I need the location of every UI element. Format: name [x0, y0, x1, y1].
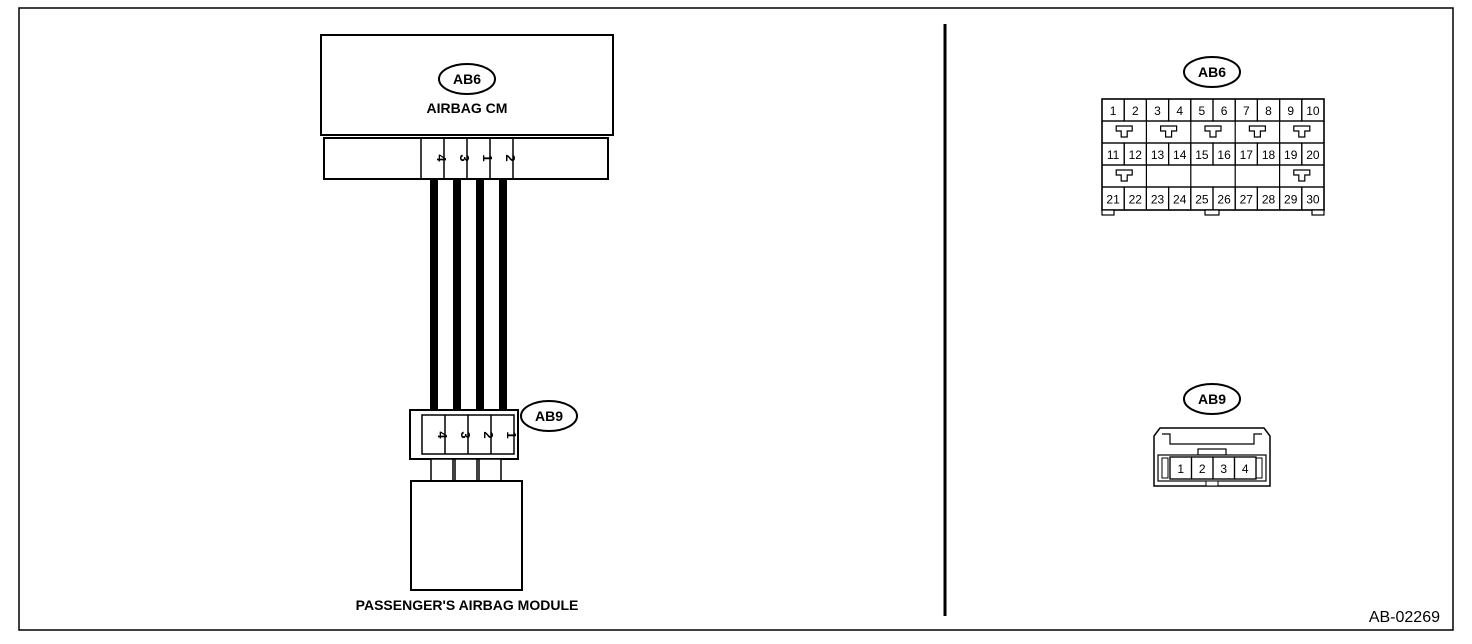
passenger-airbag-module: PASSENGER'S AIRBAG MODULE — [356, 480, 579, 613]
cm-pin-label: 3 — [457, 154, 472, 161]
ab9-pin-label: 1 — [504, 431, 519, 438]
latch-icon — [1115, 169, 1133, 182]
ab6-view-tag — [1183, 56, 1241, 88]
ab6-view-tag-label: AB6 — [1198, 64, 1226, 80]
ab6-pin-number: 9 — [1287, 104, 1294, 118]
cm-pin-label: 1 — [480, 154, 495, 161]
ab6-pin-number: 1 — [1110, 104, 1117, 118]
ab9-pin-cell — [1233, 456, 1257, 480]
wire — [453, 179, 461, 415]
ab9-pin-label: 4 — [435, 431, 450, 439]
ab9-pin-number: 1 — [1177, 462, 1184, 476]
ab6-pin-number: 13 — [1151, 148, 1165, 162]
passenger-airbag-module-label: PASSENGER'S AIRBAG MODULE — [356, 597, 579, 613]
diagram-border — [18, 7, 1454, 631]
ab6-pin-number: 2 — [1132, 104, 1139, 118]
ab6-pin-number: 24 — [1173, 193, 1187, 207]
ab9-pin-number: 2 — [1199, 462, 1206, 476]
ab6-pin-number: 12 — [1129, 148, 1143, 162]
ab6-pin-number: 25 — [1195, 193, 1209, 207]
ab9-pin-number: 3 — [1220, 462, 1227, 476]
ab9-pin-label: 3 — [458, 431, 473, 438]
ab6-tag-label: AB6 — [453, 71, 481, 87]
ab6-pin-number: 7 — [1243, 104, 1250, 118]
ab6-pin-number: 14 — [1173, 148, 1187, 162]
cm-pin-label: 4 — [434, 154, 449, 162]
cm-pin-label: 2 — [503, 154, 518, 161]
ab6-pin-number: 17 — [1240, 148, 1254, 162]
ab6-pin-number: 30 — [1306, 193, 1320, 207]
ab9-pin-number: 4 — [1242, 462, 1249, 476]
latch-icon — [1115, 125, 1133, 138]
wire — [499, 179, 507, 415]
ab6-latch-row — [1101, 165, 1325, 187]
ab6-pin-number: 19 — [1284, 148, 1298, 162]
wire — [476, 179, 484, 415]
ab9-view-tag — [1183, 383, 1241, 415]
ab9-connector-tag — [520, 400, 578, 432]
latch-icon — [1160, 125, 1178, 138]
wire — [430, 179, 438, 415]
ab6-pin-number: 27 — [1240, 193, 1254, 207]
latch-icon — [1293, 125, 1311, 138]
ab6-pin-number: 10 — [1306, 104, 1320, 118]
passenger-airbag-module-box — [410, 480, 523, 591]
ab6-pin-number: 23 — [1151, 193, 1165, 207]
ab6-pin-number: 26 — [1217, 193, 1231, 207]
ab6-pin-number: 28 — [1262, 193, 1276, 207]
latch-icon — [1293, 169, 1311, 182]
airbag-cm-label: AIRBAG CM — [427, 100, 508, 116]
ab9-tag-label: AB9 — [535, 408, 563, 424]
ab6-pin-number: 22 — [1129, 193, 1143, 207]
latch-icon — [1248, 125, 1266, 138]
ab6-pin-number: 3 — [1154, 104, 1161, 118]
ab6-latch-row — [1101, 121, 1325, 143]
harness-wires — [430, 179, 507, 415]
ab6-pin-number: 18 — [1262, 148, 1276, 162]
ab6-pin-number: 20 — [1306, 148, 1320, 162]
latch-icon — [1204, 125, 1222, 138]
ab6-pin-number: 8 — [1265, 104, 1272, 118]
figure-code: AB-02269 — [1369, 609, 1440, 626]
ab9-connector: 4 3 2 1 AB9 — [409, 400, 578, 482]
ab6-pin-number: 11 — [1107, 148, 1120, 162]
ab6-connector-tag — [438, 63, 496, 95]
ab9-pin-label: 2 — [481, 431, 496, 438]
airbag-cm-unit: AB6 AIRBAG CM 4 3 1 2 — [320, 34, 614, 180]
ab6-pin-number: 4 — [1176, 104, 1183, 118]
ab6-pin-number: 6 — [1221, 104, 1228, 118]
ab6-pin-number: 21 — [1106, 193, 1120, 207]
ab6-pin-number: 16 — [1217, 148, 1231, 162]
ab6-pin-number: 29 — [1284, 193, 1298, 207]
ab9-view-tag-label: AB9 — [1198, 391, 1226, 407]
ab6-pin-number: 15 — [1195, 148, 1209, 162]
ab6-pin-number: 5 — [1199, 104, 1206, 118]
